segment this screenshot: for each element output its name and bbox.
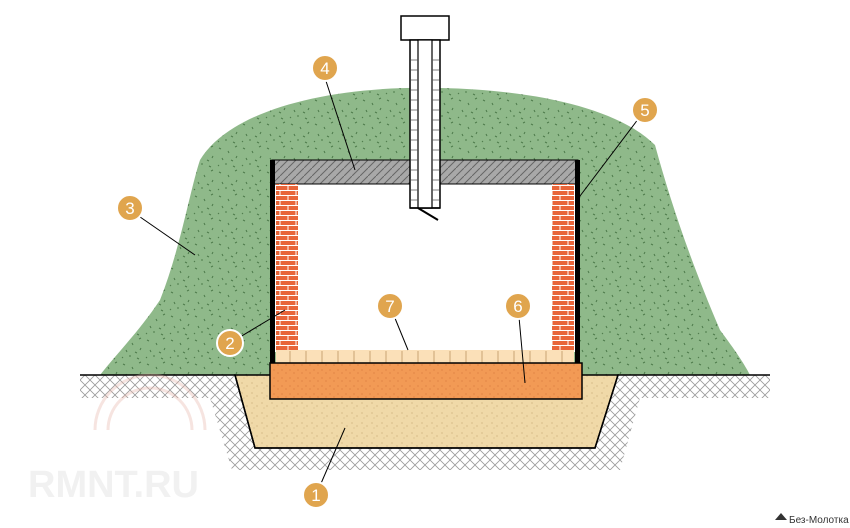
svg-text:7: 7 [385, 297, 394, 316]
house-icon [775, 513, 787, 520]
callout-5: 5 [631, 96, 659, 124]
svg-text:3: 3 [125, 199, 134, 218]
leader-lines [129, 77, 646, 496]
rmnt-watermark: RMNT.RU [28, 373, 207, 506]
callout-1: 1 [302, 481, 330, 509]
bez-molotka-watermark: Без-Молотка [775, 513, 849, 526]
svg-text:Без-Молотка: Без-Молотка [789, 515, 849, 526]
svg-text:RMNT.RU: RMNT.RU [28, 464, 199, 506]
svg-text:1: 1 [311, 486, 320, 505]
callout-4: 4 [311, 54, 339, 82]
svg-text:6: 6 [513, 297, 522, 316]
cellar-interior [272, 184, 578, 352]
floor-layer [269, 362, 583, 400]
callout-7: 7 [376, 292, 404, 320]
waterproofing-left [270, 160, 275, 372]
waterproofing-right [575, 160, 580, 372]
floor-tiles [276, 350, 574, 363]
svg-text:5: 5 [640, 101, 649, 120]
ground-surface-line [80, 374, 770, 449]
callout-3: 3 [116, 194, 144, 222]
svg-text:2: 2 [225, 334, 234, 353]
brick-wall-left [276, 184, 298, 352]
callout-6: 6 [504, 292, 532, 320]
callout-2: 2 [216, 329, 244, 357]
brick-wall-right [552, 184, 574, 352]
svg-text:4: 4 [320, 59, 329, 78]
vent-pipe [400, 15, 450, 221]
ground-hatch [80, 375, 770, 470]
